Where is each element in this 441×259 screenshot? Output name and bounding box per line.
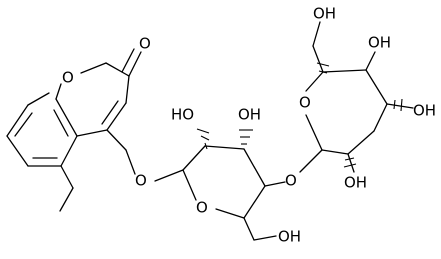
stereo-hash-bonds-ring-1	[196, 128, 253, 150]
glycosidic-linkage	[264, 149, 323, 187]
hydroxyl-c3-label: OH	[238, 106, 261, 124]
anomeric-ether-oxygen-label: O	[135, 172, 147, 190]
glycosidic-oxygen-label: O	[285, 172, 297, 190]
hydroxyl-right-label: OH	[413, 102, 436, 120]
pyranose-ring-1	[154, 145, 277, 241]
hydroxyl-top-right-label: OH	[368, 34, 391, 52]
ring2-oxygen-label: O	[299, 94, 311, 112]
carbonyl-oxygen-label: O	[139, 35, 151, 53]
coumarin-core	[6, 48, 142, 212]
pyranose-ring-2	[305, 21, 414, 173]
hydroxyl-c6-label: OH	[278, 228, 301, 246]
lactone-ring-oxygen-label: O	[62, 69, 74, 87]
hydroxyl-c6-ring2-label: OH	[313, 5, 336, 23]
ring1-oxygen-label: O	[196, 199, 208, 217]
hydroxyl-bottom-right-label: OH	[344, 174, 367, 192]
hydroxyl-c2-label: HO	[171, 106, 194, 124]
stereo-hash-bonds-ring-2	[316, 62, 403, 168]
